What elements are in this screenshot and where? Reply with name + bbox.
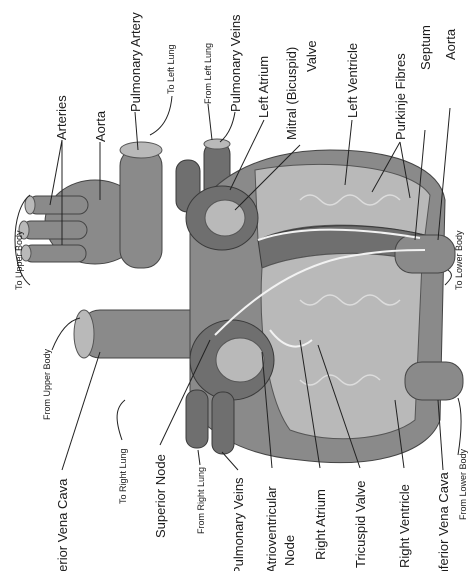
label-aorta-top: Aorta: [93, 110, 108, 142]
label-atrioventricular-1: Atrioventricular: [264, 486, 279, 571]
leader-from-lower-body: [458, 398, 461, 455]
label-right-atrium: Right Atrium: [313, 489, 328, 560]
pulmonary-vein-left-opening: [204, 139, 230, 149]
label-from-lower-body: From Lower Body: [458, 448, 468, 520]
label-septum: Septum: [418, 25, 433, 70]
artery-branch-1: [28, 196, 88, 214]
leader-pulmonary-veins-left: [220, 112, 235, 142]
label-right-ventricle: Right Ventricle: [397, 484, 412, 568]
label-to-right-lung: To Right Lung: [118, 448, 128, 504]
pulmonary-artery-opening: [120, 142, 162, 158]
label-left-atrium: Left Atrium: [256, 56, 271, 118]
label-superior-node: Superior Node: [153, 454, 168, 538]
label-to-lower-body: To Lower Body: [454, 230, 464, 290]
artery-branch-3: [24, 245, 86, 262]
label-to-upper-body: To Upper Body: [14, 230, 24, 290]
bottom-labels: Superior Vena Cava To Right Lung Superio…: [55, 448, 468, 571]
superior-vena-cava-opening: [74, 310, 94, 358]
inferior-vena-cava-vessel: [405, 362, 463, 400]
pulmonary-vein-right-2: [212, 392, 234, 454]
artery-branch-2: [22, 221, 87, 239]
pulmonary-artery-vessel: [120, 148, 162, 268]
right-atrium-inner: [216, 338, 264, 382]
descending-aorta-vessel: [395, 235, 455, 273]
label-mitral-valve-1: Mitral (Bicuspid): [284, 47, 299, 140]
label-pulmonary-veins-right: Pulmonary Veins: [231, 477, 246, 571]
label-atrioventricular-2: Node: [282, 535, 297, 566]
label-arteries: Arteries: [54, 95, 69, 140]
leader-to-right-lung: [117, 400, 125, 440]
leader-to-left-lung: [150, 96, 172, 135]
label-purkinje-fibres: Purkinje Fibres: [393, 53, 408, 140]
label-left-ventricle: Left Ventricle: [345, 43, 360, 118]
label-superior-vena-cava: Superior Vena Cava: [55, 478, 70, 571]
label-from-right-lung: From Right Lung: [196, 467, 206, 534]
leader-from-left-lung: [208, 104, 212, 140]
label-from-left-lung: From Left Lung: [203, 43, 213, 104]
label-tricuspid-valve: Tricuspid Valve: [353, 481, 368, 568]
leader-to-lower-body: [445, 270, 451, 285]
label-mitral-valve-2: Valve: [304, 40, 319, 72]
label-inferior-vena-cava: Inferior Vena Cava: [436, 472, 451, 571]
label-pulmonary-veins-left: Pulmonary Veins: [228, 14, 243, 112]
leader-superior-vena-cava: [62, 352, 100, 470]
label-pulmonary-artery: Pulmonary Artery: [128, 12, 143, 112]
label-aorta-right: Aorta: [443, 28, 458, 60]
pulmonary-vein-right-1: [186, 390, 208, 448]
label-from-upper-body: From Upper Body: [42, 348, 52, 420]
top-labels: Arteries Aorta Pulmonary Artery To Left …: [54, 12, 458, 142]
right-ventricle-chamber: [261, 253, 422, 438]
label-to-left-lung: To Left Lung: [166, 44, 176, 94]
leader-from-right-lung: [198, 450, 200, 465]
leader-pulmonary-veins-right: [222, 452, 238, 470]
